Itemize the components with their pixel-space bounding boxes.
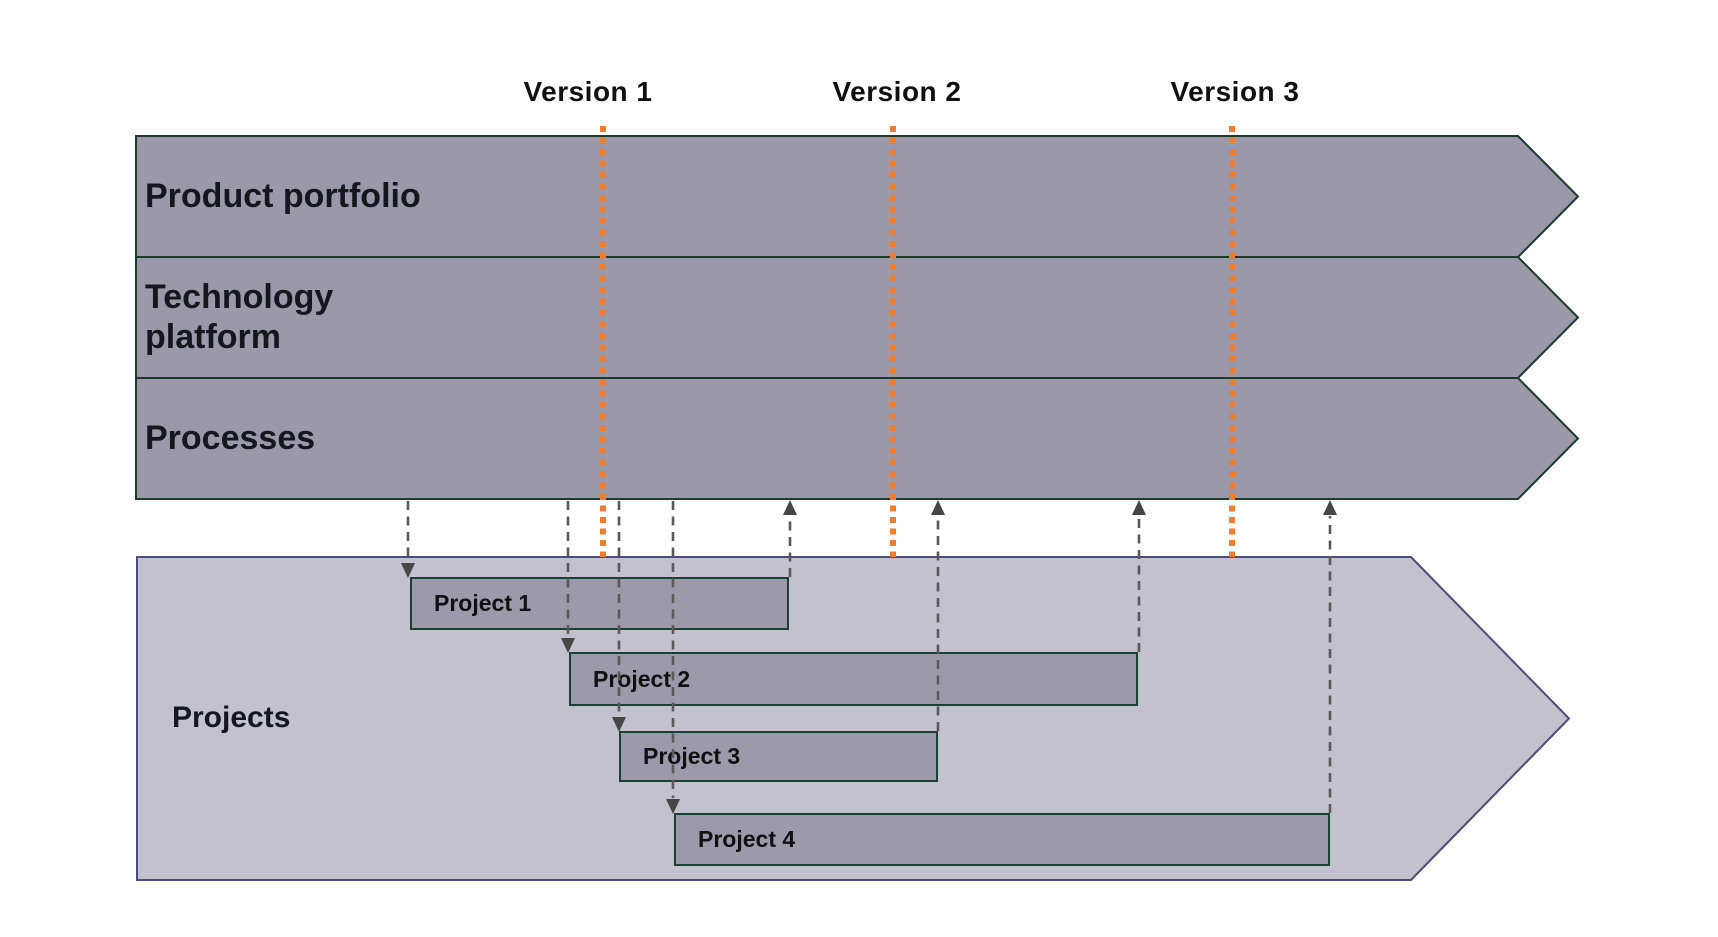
version-3-label: Version 3 bbox=[1170, 76, 1300, 107]
project-2-bar: Project 2 bbox=[569, 652, 1138, 706]
projects-lane-label: Projects bbox=[172, 701, 291, 734]
version-1-label: Version 1 bbox=[523, 76, 653, 107]
project-1-label: Project 1 bbox=[434, 590, 532, 616]
lane-product-portfolio-label: Product portfolio bbox=[145, 176, 421, 215]
project-3-label: Project 3 bbox=[643, 743, 741, 769]
project-4-label: Project 4 bbox=[698, 826, 796, 852]
version-2-label: Version 2 bbox=[832, 76, 962, 107]
arrowhead-up-project-4 bbox=[1323, 500, 1337, 515]
arrowhead-down-project-2 bbox=[561, 638, 575, 653]
arrowhead-up-project-2 bbox=[1132, 500, 1146, 515]
arrowhead-up-project-1 bbox=[783, 500, 797, 515]
arrowhead-down-project-1 bbox=[401, 563, 415, 578]
arrowhead-down-project-4 bbox=[666, 799, 680, 814]
lane-technology-platform-shape bbox=[135, 256, 1580, 379]
project-3-bar: Project 3 bbox=[619, 731, 938, 782]
project-1-bar: Project 1 bbox=[410, 577, 789, 630]
lane-processes-shape bbox=[135, 377, 1580, 500]
project-4-bar: Project 4 bbox=[674, 813, 1330, 866]
arrowhead-down-project-3 bbox=[612, 717, 626, 732]
lane-processes-label: Processes bbox=[145, 418, 316, 457]
arrowhead-up-project-3 bbox=[931, 500, 945, 515]
lane-technology-platform-label: Technology platform bbox=[145, 277, 334, 356]
lane-product-portfolio-shape bbox=[135, 135, 1580, 258]
project-2-label: Project 2 bbox=[593, 665, 691, 692]
